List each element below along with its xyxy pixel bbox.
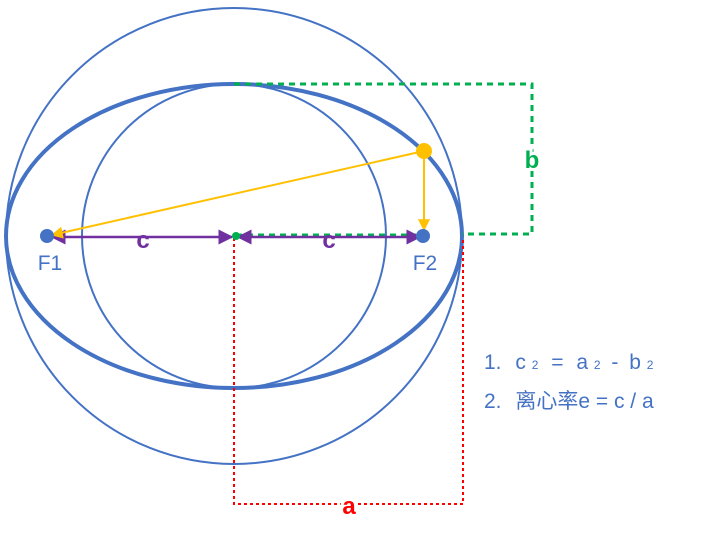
formula-1-a-sub: 2 — [594, 358, 601, 372]
formula-2-text: 离心率e = c / a — [515, 390, 654, 413]
b-dashed-bracket — [234, 82, 534, 236]
formula-1-minus: - — [611, 351, 618, 374]
focus-f1-dot — [40, 229, 54, 243]
formula-1-number: 1. — [484, 351, 502, 374]
formula-1-a: a — [576, 351, 588, 374]
ellipse-point — [416, 143, 432, 159]
focus-f2-label: F2 — [413, 252, 438, 275]
c-right-label: c — [322, 227, 335, 254]
a-label: a — [342, 493, 356, 520]
formula-1-b: b — [629, 351, 641, 374]
formula-1-eq: = — [551, 351, 563, 374]
b-label: b — [525, 147, 540, 174]
formula-2-number: 2. — [484, 390, 502, 413]
focus-f2-dot — [416, 229, 430, 243]
formula-1-c: c — [515, 351, 526, 374]
formula-line-1: 1. c 2 = a 2 - b 2 — [484, 351, 654, 374]
center-dot — [232, 232, 240, 240]
focus-f1-label: F1 — [38, 252, 63, 275]
formula-1-b-sub: 2 — [647, 358, 654, 372]
c-left-label: c — [136, 227, 149, 254]
point-to-f1-line — [50, 150, 425, 239]
formula-line-2: 2. 离心率e = c / a — [484, 390, 654, 413]
formula-1-c-sub: 2 — [532, 358, 539, 372]
a-dashed-bracket — [233, 238, 464, 505]
